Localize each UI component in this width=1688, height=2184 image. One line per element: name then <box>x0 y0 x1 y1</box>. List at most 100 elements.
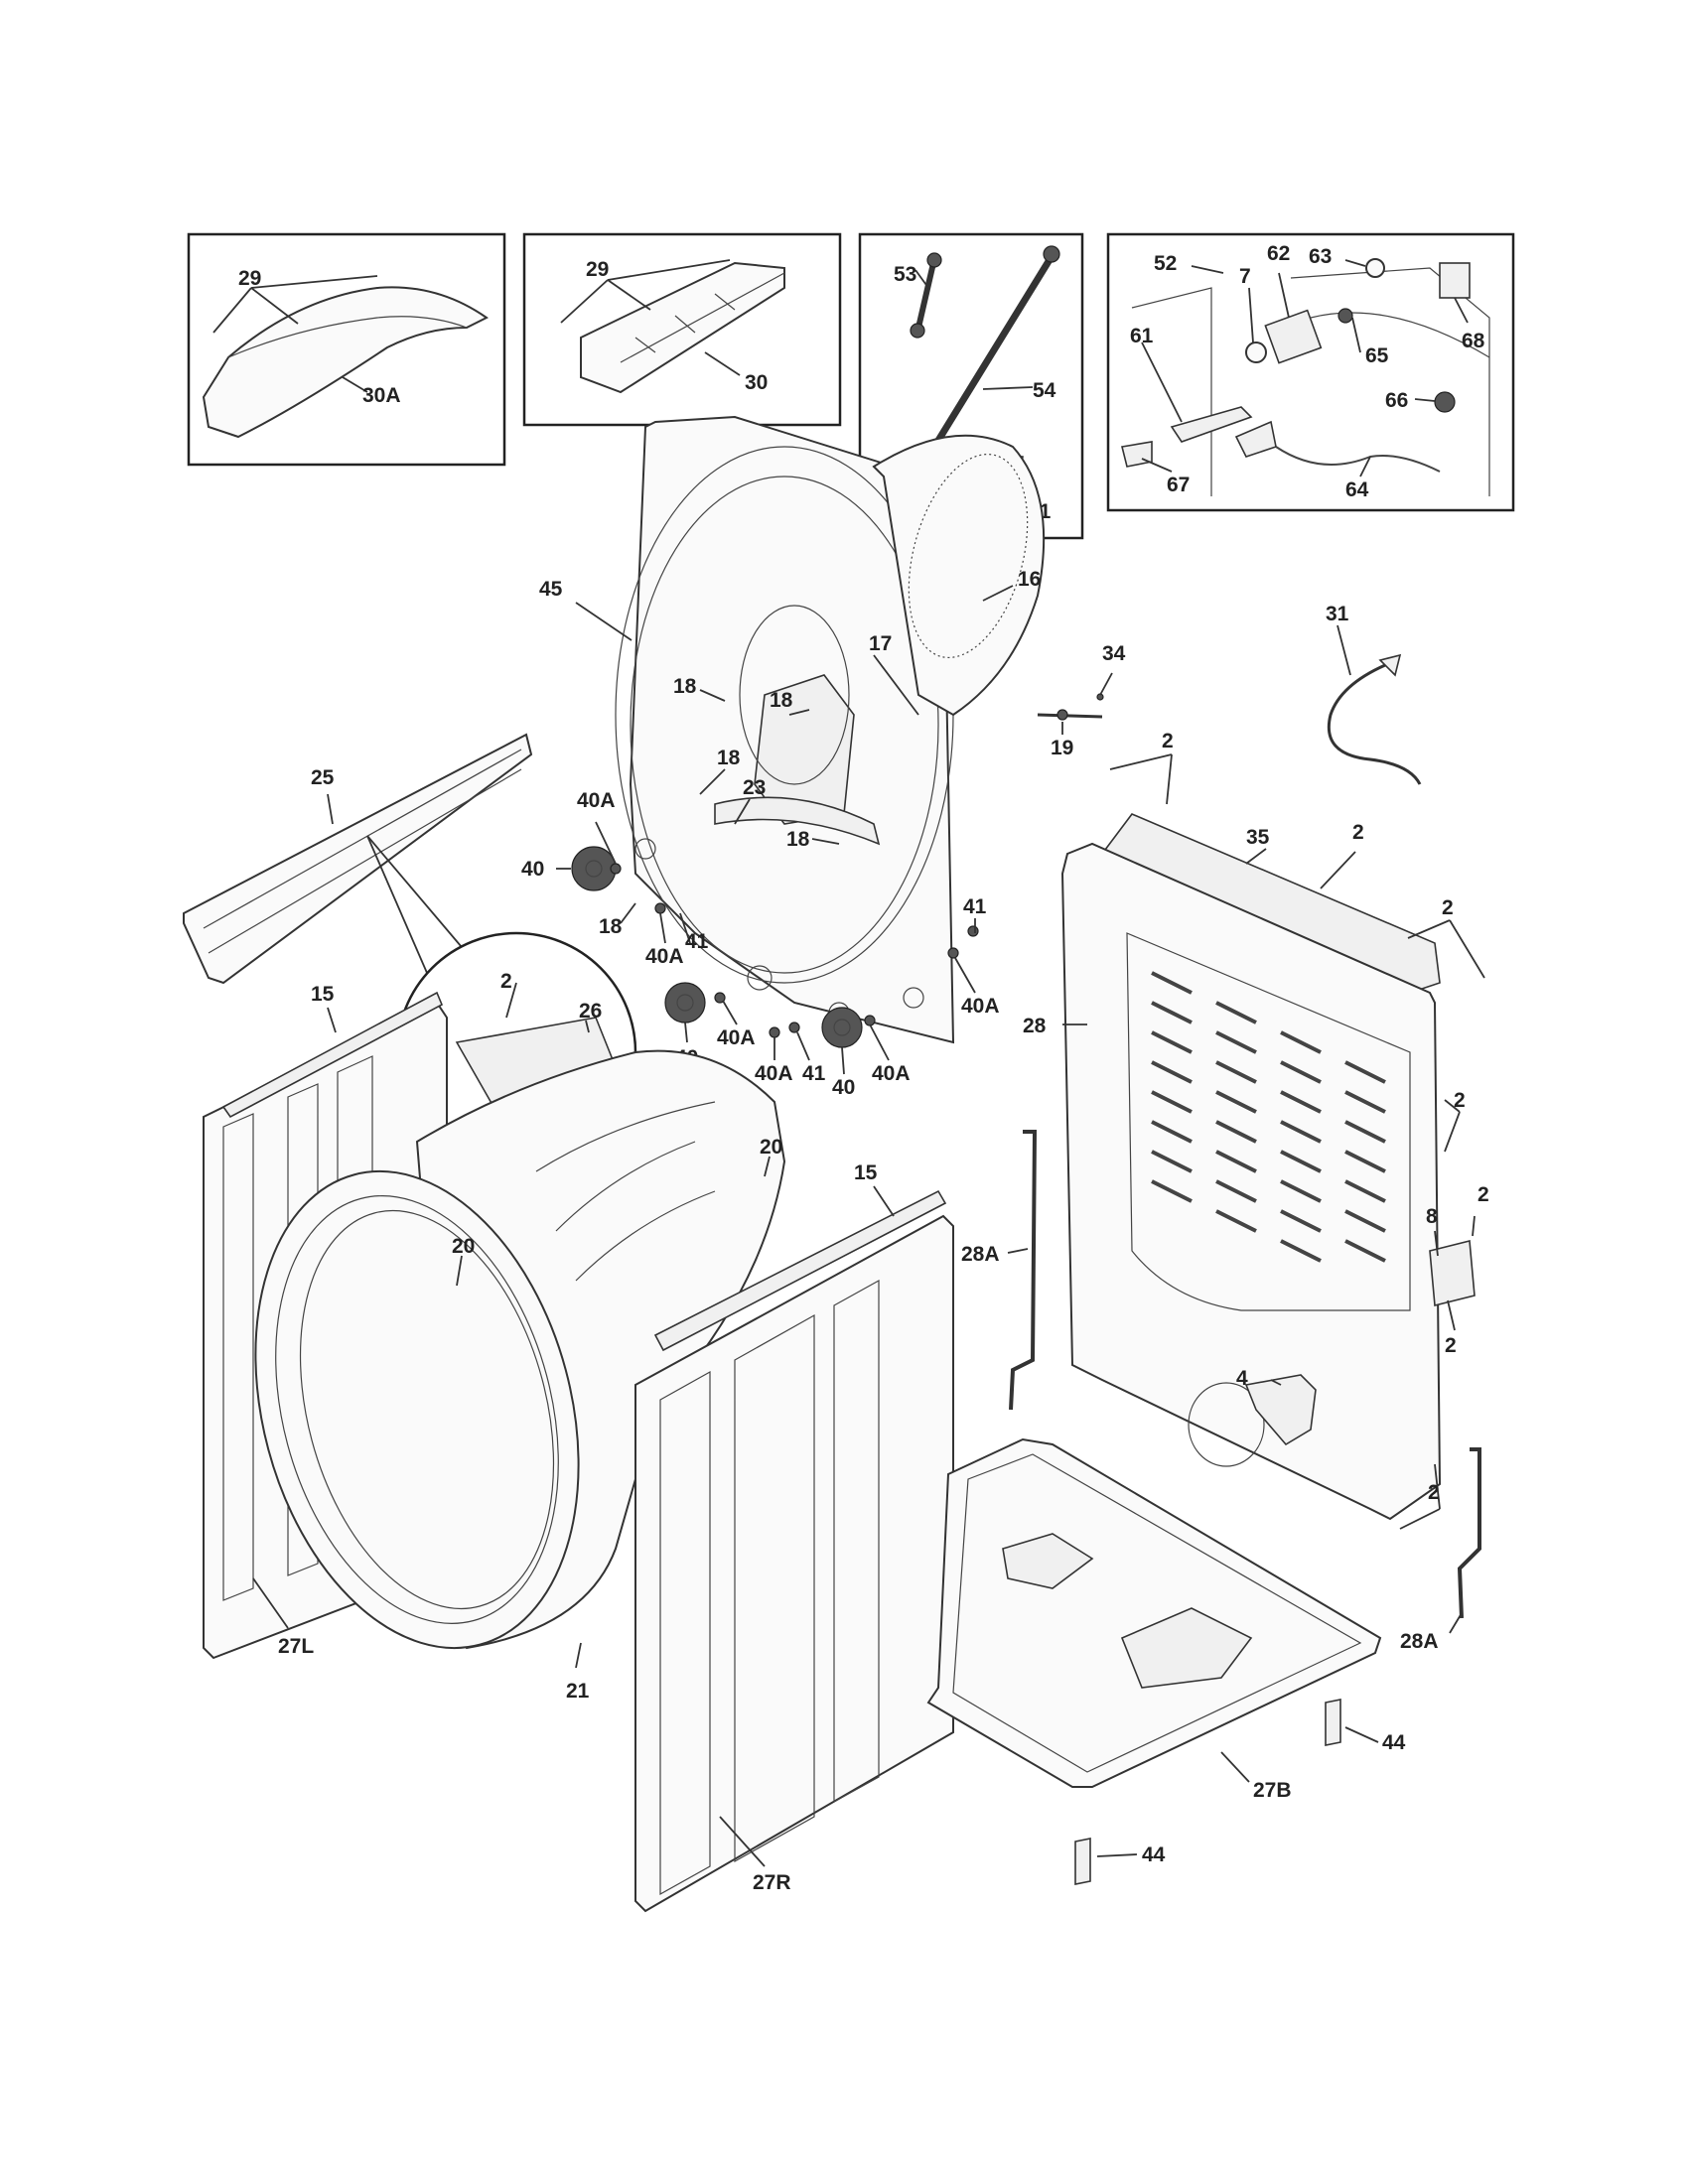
cover-8 <box>1429 1239 1476 1307</box>
washer-7 <box>1245 341 1267 363</box>
leader-2h-2 <box>1399 1508 1441 1530</box>
label-2-c: 2 <box>1352 821 1364 844</box>
label-2-d: 2 <box>1442 896 1454 919</box>
handle-23 <box>714 796 881 846</box>
leader-8 <box>1434 1230 1439 1257</box>
leader-66 <box>1414 398 1436 402</box>
label-15: 15 <box>311 983 335 1006</box>
leader-65 <box>1351 317 1361 353</box>
label-2-h: 2 <box>1428 1481 1440 1504</box>
side-panel-right <box>634 1214 954 1913</box>
label-27B: 27B <box>1253 1779 1292 1802</box>
inset-box-30A: 29 30A <box>187 232 506 467</box>
roller-40-c <box>821 1007 863 1048</box>
label-40A-c: 40A <box>717 1026 756 1049</box>
label-62: 62 <box>1267 242 1290 265</box>
bracket-61 <box>1170 406 1253 443</box>
zoom-line-2 <box>366 835 428 974</box>
label-18: 18 <box>673 675 697 698</box>
label-7: 7 <box>1239 265 1251 288</box>
leader-40Ac <box>722 1000 738 1025</box>
label-61: 61 <box>1130 325 1154 347</box>
bracket-4 <box>1244 1374 1317 1446</box>
leader-35 <box>1245 848 1267 865</box>
label-20: 20 <box>760 1136 782 1159</box>
leader-27L <box>252 1577 289 1629</box>
label-40A-d: 40A <box>755 1062 793 1085</box>
screen-65 <box>1337 308 1353 324</box>
label-2-e: 2 <box>1454 1089 1466 1112</box>
leader-18d <box>811 838 840 845</box>
label-2-g: 2 <box>1445 1334 1457 1357</box>
label-8: 8 <box>1426 1205 1438 1228</box>
leader-64 <box>1359 456 1371 478</box>
leader-7 <box>1248 287 1254 343</box>
label-64: 64 <box>1345 478 1369 501</box>
leader-2e-1 <box>1444 1099 1461 1113</box>
leader-44a <box>1344 1726 1379 1743</box>
leader-61 <box>1141 341 1183 423</box>
label-16: 16 <box>1018 568 1041 591</box>
leader-2d-1 <box>1407 919 1451 939</box>
label-2-b: 2 <box>1162 730 1174 752</box>
part-67 <box>1121 441 1153 468</box>
bracket-25 <box>183 733 533 985</box>
label-53: 53 <box>894 263 916 286</box>
zoom-line-1 <box>366 835 468 954</box>
label-18-d: 18 <box>786 828 810 851</box>
label-35: 35 <box>1246 826 1270 849</box>
leader-2c <box>1320 851 1356 889</box>
inset-box-valve: 52 62 63 7 68 61 65 66 67 64 <box>1106 232 1515 512</box>
base-assembly: 44 27B 44 <box>926 1437 1406 1885</box>
seals-28A: 28A 28A <box>961 1130 1481 1653</box>
leader-28Ab <box>1449 1612 1463 1634</box>
seal-28A-left <box>1009 1130 1038 1411</box>
leg-44-front <box>1074 1838 1091 1885</box>
sensor-and-cord: 34 19 31 <box>1037 603 1422 785</box>
leader-2b-2 <box>1166 753 1173 805</box>
leader-31 <box>1336 624 1351 676</box>
roller-40-a <box>571 846 617 891</box>
label-18-c: 18 <box>717 747 741 769</box>
label-2-f: 2 <box>1477 1183 1489 1206</box>
leader-2h-1 <box>1434 1463 1441 1510</box>
label-34: 34 <box>1102 642 1126 665</box>
leader-18b <box>788 709 810 716</box>
rear-panel-assembly: 28 35 4 8 2 2 2 2 2 2 2 <box>1023 730 1489 1530</box>
label-23: 23 <box>743 776 766 799</box>
leader-67 <box>1141 458 1173 473</box>
label-41: 41 <box>685 930 709 953</box>
front-bulkhead-assembly: 45 16 17 18 18 18 18 18 23 <box>539 415 1046 1044</box>
leader-15a <box>327 1007 337 1033</box>
label-63: 63 <box>1309 245 1332 268</box>
drum-assembly: 20 20 21 <box>254 1049 786 1703</box>
power-cord-31 <box>1327 663 1422 785</box>
label-21: 21 <box>566 1680 590 1703</box>
leader-20a <box>764 1156 771 1177</box>
label-15-b: 15 <box>854 1161 878 1184</box>
label-54: 54 <box>1033 379 1056 402</box>
leader-41a <box>679 912 691 944</box>
label-19: 19 <box>1051 737 1073 759</box>
inlet-62 <box>1264 309 1323 364</box>
leader-29b-2 <box>607 279 651 311</box>
side-panel-27R: 15 27R <box>634 1161 954 1913</box>
leader-29a-1 <box>212 287 252 334</box>
label-29-b: 29 <box>586 258 609 281</box>
label-41-b: 41 <box>802 1062 826 1085</box>
label-28: 28 <box>1023 1015 1047 1037</box>
leader-40Aa <box>595 821 617 865</box>
leader-2g <box>1447 1299 1456 1331</box>
part-30A-shape <box>202 286 489 439</box>
label-41-c: 41 <box>963 895 987 918</box>
leader-54 <box>982 386 1034 390</box>
leader-27B <box>1220 1751 1250 1783</box>
exhaust-port <box>1188 1382 1265 1467</box>
leader-18a <box>699 689 726 702</box>
leader-29a-2 <box>250 287 299 325</box>
roller-40-b <box>664 982 706 1024</box>
leader-18c <box>699 768 726 795</box>
seal-28A-right <box>1457 1447 1481 1619</box>
label-27R: 27R <box>753 1871 791 1894</box>
label-20-b: 20 <box>452 1235 475 1258</box>
